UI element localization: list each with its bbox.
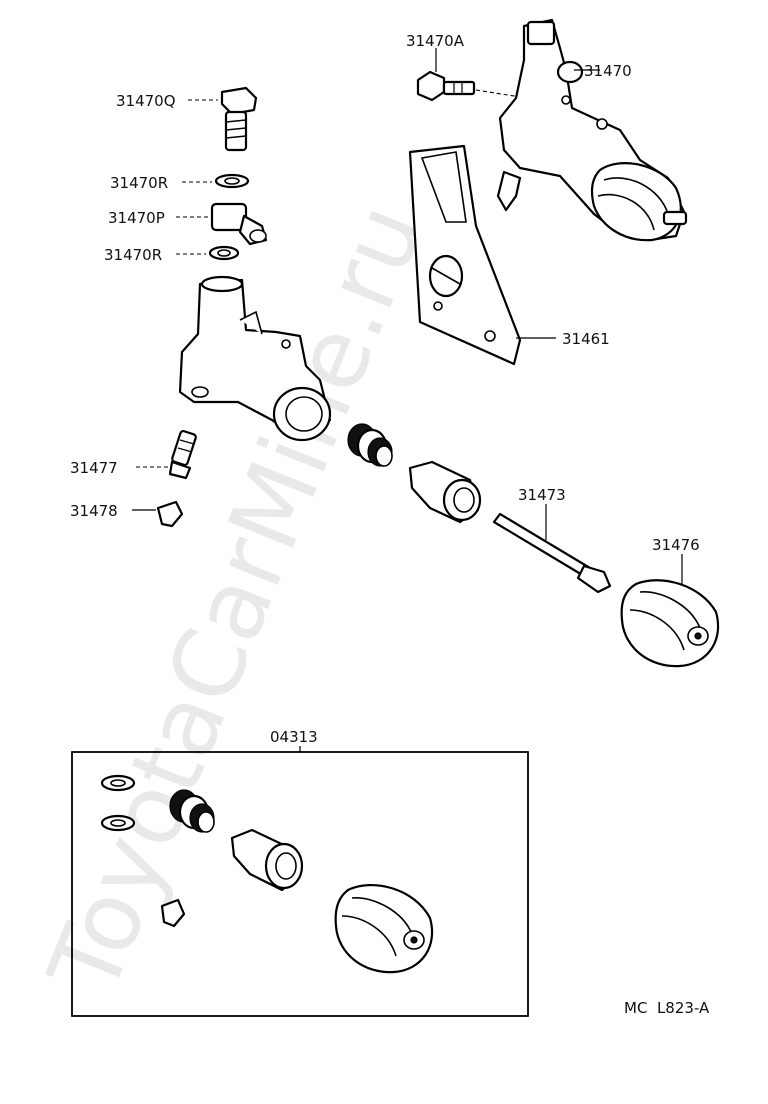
push-rod-31473 <box>492 512 612 594</box>
label-31470: 31470 <box>584 62 632 80</box>
label-04313: 04313 <box>270 728 318 746</box>
label-31476: 31476 <box>652 536 700 554</box>
label-31461: 31461 <box>562 330 610 348</box>
label-31473: 31473 <box>518 486 566 504</box>
washer-31470r-bottom <box>208 245 240 261</box>
spring <box>347 423 393 467</box>
label-31478: 31478 <box>70 502 118 520</box>
bleeder-plug-31477 <box>168 429 197 480</box>
label-31470r-top: 31470R <box>110 174 168 192</box>
cap-31478 <box>156 500 184 528</box>
label-31470a: 31470A <box>406 32 465 50</box>
bolt-31470a <box>416 70 476 102</box>
cylinder-assembly-31470 <box>496 18 688 242</box>
kit-washer-2 <box>100 814 136 832</box>
drawing-code: MC L823-A <box>624 999 710 1017</box>
label-31477: 31477 <box>70 459 118 477</box>
piston <box>408 460 482 524</box>
bolt-31470q <box>220 86 258 152</box>
label-31470p: 31470P <box>108 209 165 227</box>
kit-piston <box>230 828 304 892</box>
label-31470q: 31470Q <box>116 92 176 110</box>
kit-cap <box>160 898 186 928</box>
kit-boot <box>334 883 434 974</box>
bracket-31461 <box>408 144 522 366</box>
boot-31476 <box>620 579 720 668</box>
label-31470r-bottom: 31470R <box>104 246 162 264</box>
washer-31470r-top <box>214 173 250 189</box>
union-31470p <box>210 202 268 246</box>
kit-spring <box>169 789 215 833</box>
kit-washer-1 <box>100 774 136 792</box>
cylinder-body-exploded <box>178 275 332 442</box>
